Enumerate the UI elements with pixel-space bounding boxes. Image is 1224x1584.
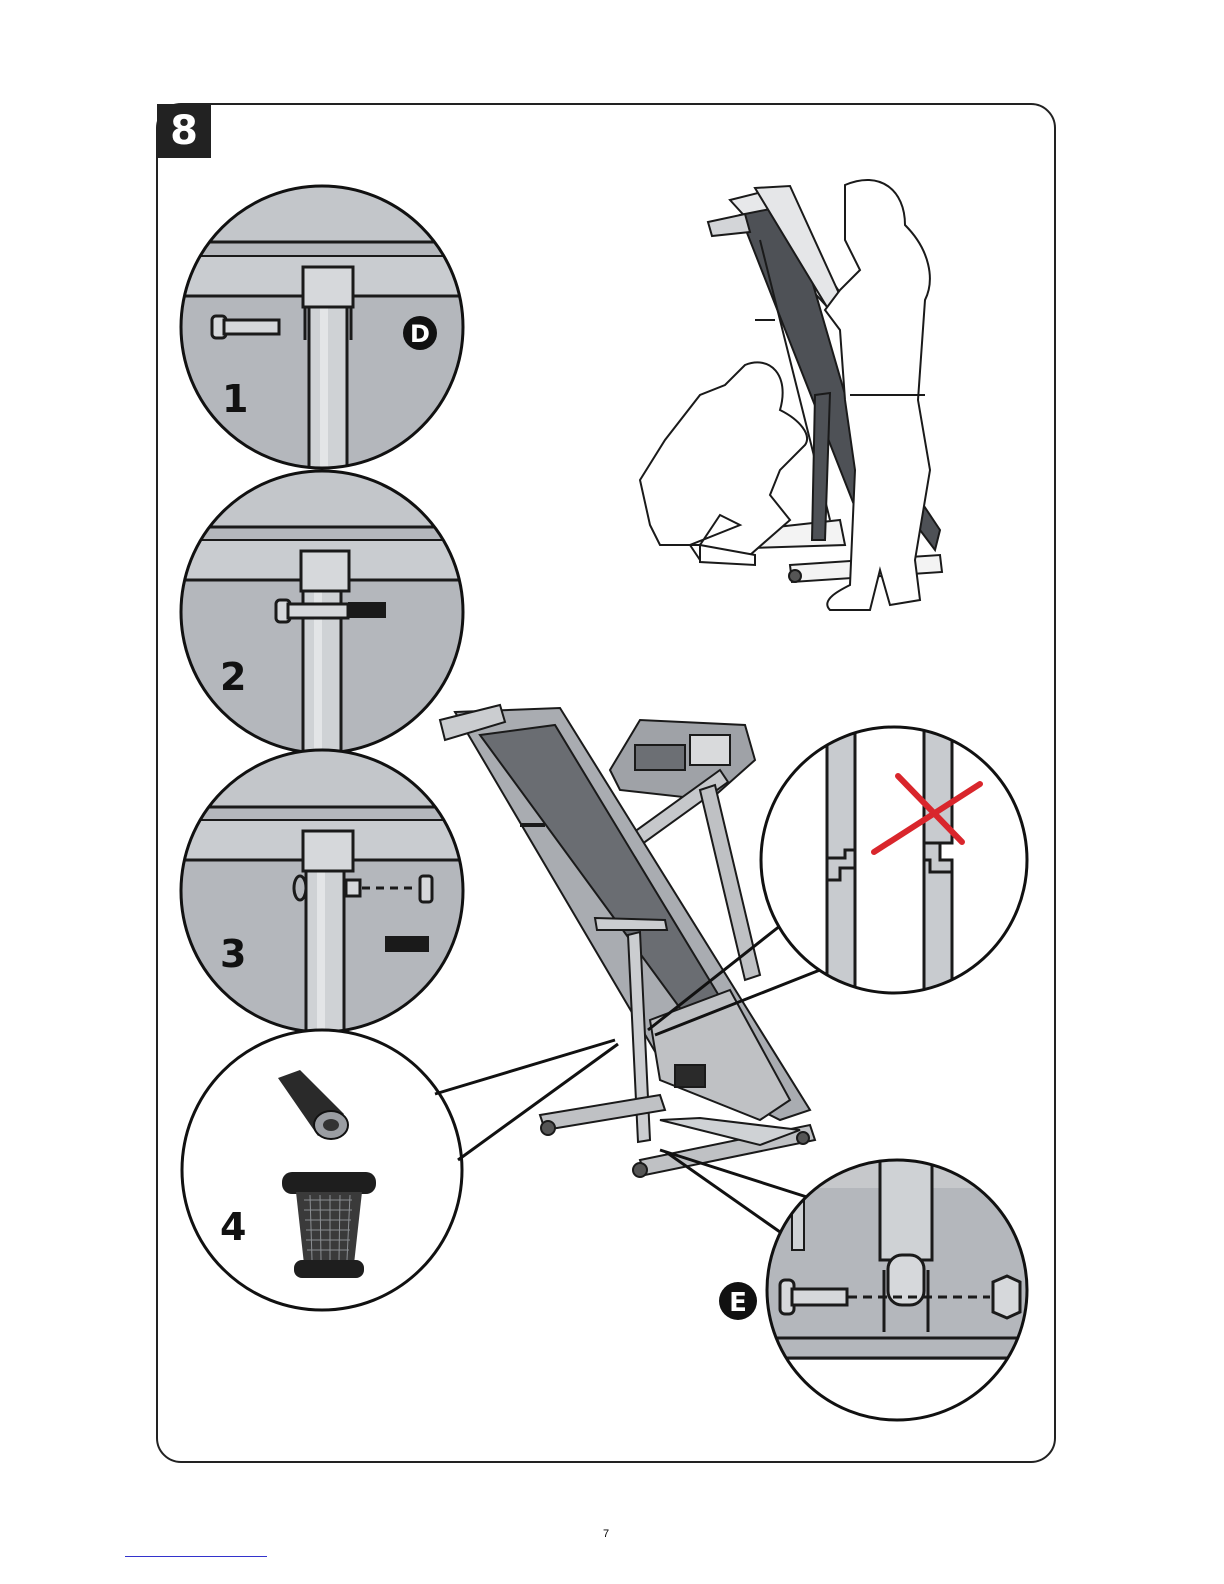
page-number: 7	[596, 1528, 616, 1540]
detail-circle-1: D 1	[170, 180, 480, 480]
part-d-label: D	[410, 320, 430, 348]
detail-label-4: 4	[220, 1205, 246, 1249]
detail-circle-3: 3	[170, 745, 480, 1045]
detail-label-3: 3	[220, 932, 246, 976]
detail-label-2: 2	[220, 655, 246, 699]
detail-circle-6: E	[660, 1150, 1040, 1425]
part-e-label: E	[729, 1288, 747, 1318]
detail-circle-2: 2	[170, 465, 480, 765]
step-number-badge: 8	[157, 104, 211, 158]
detail-circle-4: 4	[182, 1030, 618, 1310]
footer-link-underline	[125, 1556, 267, 1557]
people-folding-illustration	[640, 180, 942, 610]
detail-label-1: 1	[222, 377, 248, 421]
